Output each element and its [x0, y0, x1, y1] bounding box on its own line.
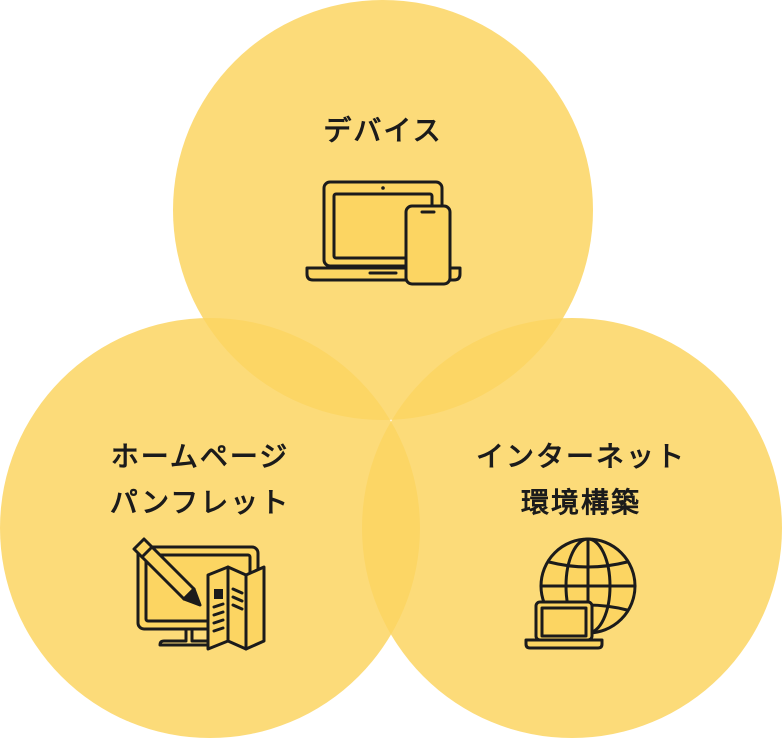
internet-setup-label-line-1: インターネット: [475, 440, 686, 473]
homepage-pamphlet-label-line-2: パンフレット: [109, 486, 291, 519]
devices-label-line-1: デバイス: [323, 114, 443, 147]
circle-internet-setup: [362, 318, 782, 738]
circle-homepage-pamphlet: [0, 318, 420, 738]
globe-laptop-icon: [520, 536, 650, 654]
homepage-pamphlet-label-line-1: ホームページ: [110, 440, 290, 473]
internet-setup-label: インターネット 環境構築: [451, 434, 711, 526]
homepage-pamphlet-label: ホームページ パンフレット: [70, 434, 330, 526]
internet-setup-label-line-2: 環境構築: [520, 486, 641, 519]
laptop-smartphone-icon: [304, 178, 464, 288]
devices-label: デバイス: [253, 108, 513, 154]
monitor-pen-brochure-icon: [130, 537, 270, 652]
